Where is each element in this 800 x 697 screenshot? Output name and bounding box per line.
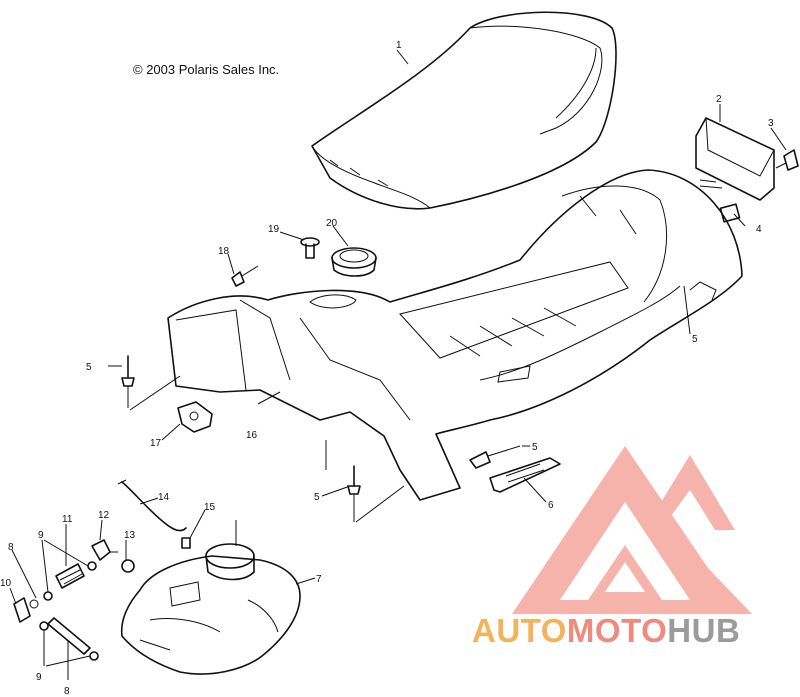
callout-9-b: 9	[36, 672, 42, 683]
part-fuel-cap	[331, 247, 377, 277]
callout-6: 6	[548, 500, 554, 511]
callout-2: 2	[716, 94, 722, 105]
callout-11: 11	[62, 514, 73, 525]
part-pushpin-left	[121, 355, 135, 408]
watermark-logo	[512, 446, 752, 614]
callout-19: 19	[268, 224, 280, 235]
callout-3: 3	[768, 118, 774, 129]
watermark-auto: AUTO	[472, 612, 567, 649]
callout-13: 13	[124, 530, 136, 541]
part-clip-17	[177, 401, 213, 433]
callout-labels: 1 2 3 4 5 5 5 5 6 7 8 8 9 9 10 11 12 13 …	[0, 40, 774, 697]
part-fitting-15	[181, 537, 191, 549]
watermark-text: AUTOMOTOHUB	[472, 612, 740, 650]
part-bolt	[775, 149, 799, 171]
callout-5-c: 5	[314, 492, 320, 503]
callout-10: 10	[0, 578, 12, 589]
callout-8-a: 8	[8, 542, 14, 553]
part-seat	[311, 11, 617, 210]
callout-20: 20	[326, 218, 338, 229]
callout-7: 7	[316, 574, 322, 585]
part-rivet-18	[231, 265, 259, 287]
callout-18: 18	[218, 246, 230, 257]
part-pushpin-center	[347, 465, 361, 522]
part-fastener-19	[300, 237, 320, 259]
part-hose-8	[47, 617, 91, 655]
part-fuel-tank	[120, 543, 301, 675]
callout-17: 17	[150, 438, 162, 449]
callout-9-a: 9	[38, 530, 44, 541]
watermark-hub: HUB	[667, 612, 741, 649]
callout-4: 4	[756, 224, 762, 235]
part-spring-11	[55, 563, 85, 589]
callout-14: 14	[158, 492, 170, 503]
part-fuel-line	[117, 479, 187, 532]
callout-5-d: 5	[532, 442, 538, 453]
part-petcock-10	[13, 597, 39, 623]
callout-5-a: 5	[692, 334, 698, 345]
watermark-moto: MOTO	[566, 612, 668, 649]
callout-15: 15	[204, 502, 216, 513]
callout-8-b: 8	[64, 686, 70, 697]
part-pushpin-right	[469, 445, 521, 469]
part-seat-base	[167, 169, 743, 501]
leader-lines	[9, 49, 787, 680]
copyright-notice: © 2003 Polaris Sales Inc.	[133, 62, 280, 77]
part-grommet-13	[121, 559, 135, 573]
callout-1: 1	[396, 40, 402, 51]
part-bracket-6	[489, 457, 561, 493]
callout-16: 16	[246, 430, 258, 441]
callout-5-b: 5	[86, 362, 92, 373]
part-clamps-9	[39, 561, 99, 661]
part-bracket	[695, 117, 775, 201]
part-elbow-12	[91, 539, 118, 561]
part-clip	[719, 203, 741, 223]
callout-12: 12	[98, 510, 110, 521]
